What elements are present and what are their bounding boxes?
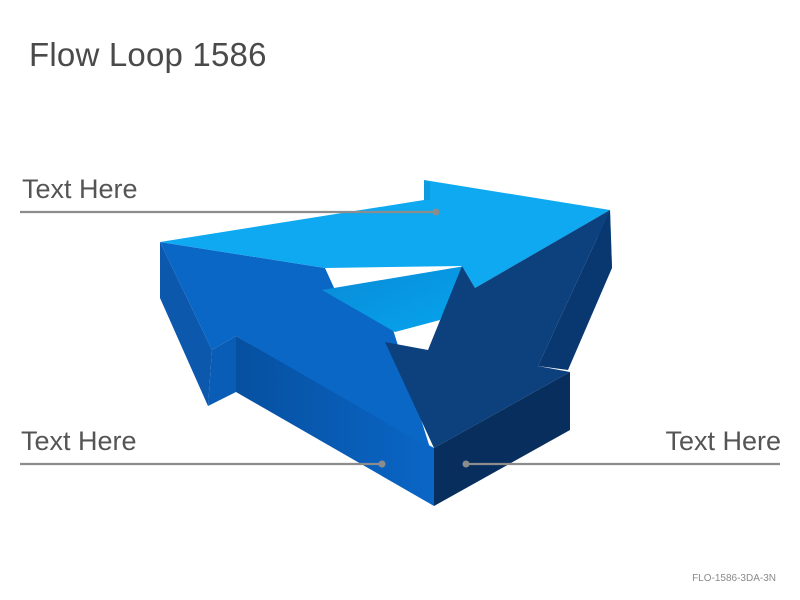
slide-code: FLO-1586-3DA-3N [692,573,776,584]
label-top-left: Text Here [22,174,138,204]
callout-bottom-right [462,460,780,468]
label-bottom-right: Text Here [665,426,781,456]
slide-title: Flow Loop 1586 [29,36,267,73]
label-bottom-left: Text Here [21,426,137,456]
arrow-right-segment [385,210,612,506]
callout-top-left [20,208,440,216]
callout-bottom-left [20,460,386,468]
